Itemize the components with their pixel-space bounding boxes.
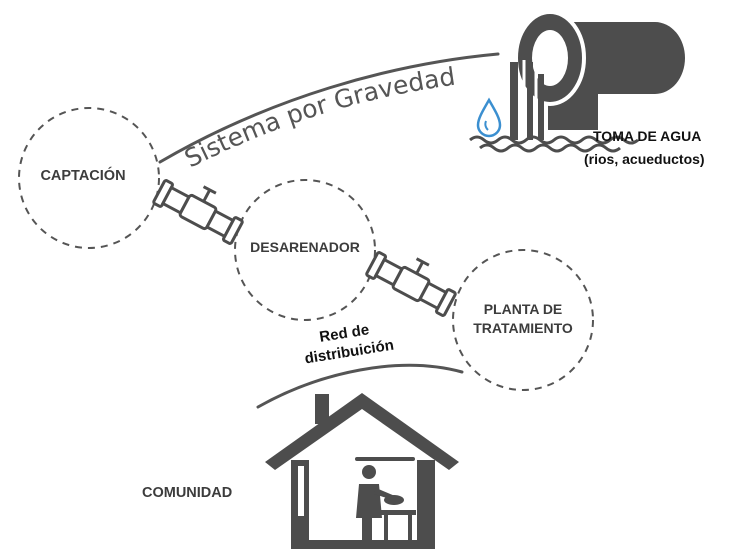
house-icon <box>265 393 459 549</box>
desarenador-label: DESARENADOR <box>250 239 360 255</box>
water-drop-icon <box>476 97 502 138</box>
planta-label-line1: PLANTA DE <box>484 301 563 317</box>
distribution-curve-line <box>256 363 464 409</box>
pipe-valve-icon <box>152 179 244 245</box>
comunidad-label: COMUNIDAD <box>142 485 232 501</box>
gravity-curve-line <box>158 52 500 164</box>
captacion-circle <box>18 107 160 249</box>
planta-label-line2: TRATAMIENTO <box>473 320 573 336</box>
source-title: TOMA DE AGUA <box>593 128 701 144</box>
gravity-label: Sistema por Gravedad <box>180 62 457 174</box>
source-subtitle: (rios, acueductos) <box>584 151 705 167</box>
water-intake-pipe-icon <box>510 10 685 140</box>
person-cooking-icon <box>356 465 416 540</box>
pipe-valve-icon <box>365 251 457 317</box>
captacion-label: CAPTACIÓN <box>40 166 125 184</box>
desarenador-circle <box>234 179 376 321</box>
water-waves-icon <box>469 135 639 153</box>
planta-circle <box>452 249 594 391</box>
